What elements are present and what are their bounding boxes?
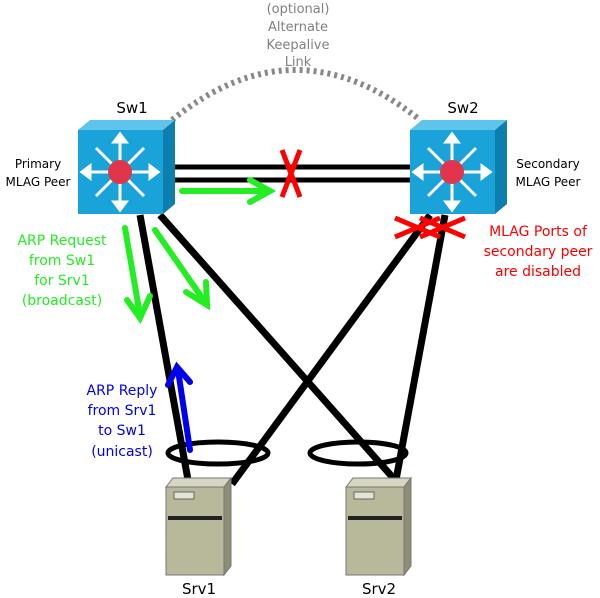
server-links — [136, 212, 449, 487]
svg-text:ARP Request: ARP Request — [17, 233, 107, 249]
switch-sw1[interactable] — [78, 120, 175, 214]
svg-text:Secondary: Secondary — [516, 157, 580, 171]
disabled-ports-x — [394, 215, 466, 240]
svg-text:MLAG Peer: MLAG Peer — [516, 175, 581, 189]
srv2-bundle-ring — [307, 439, 409, 467]
svg-text:Link: Link — [285, 55, 312, 70]
keepalive-link — [170, 67, 422, 123]
svg-text:for Srv1: for Srv1 — [34, 273, 90, 289]
sw1-role: Primary MLAG Peer — [6, 157, 71, 189]
srv2-label: Srv2 — [362, 580, 396, 598]
server-srv1[interactable] — [164, 476, 233, 577]
arp-request-label: ARP Request from Sw1 for Srv1 (broadcast… — [17, 233, 107, 309]
svg-text:Keepalive: Keepalive — [266, 38, 329, 53]
svg-text:(broadcast): (broadcast) — [22, 293, 102, 309]
arp-reply-arrow — [165, 361, 193, 453]
svg-text:from Srv1: from Srv1 — [88, 403, 157, 419]
peer-link-broken-x — [279, 149, 303, 198]
srv1-label: Srv1 — [182, 580, 216, 598]
svg-text:to Sw1: to Sw1 — [98, 423, 146, 439]
svg-text:(unicast): (unicast) — [91, 444, 153, 460]
svg-text:Alternate: Alternate — [268, 20, 328, 35]
svg-text:MLAG Peer: MLAG Peer — [6, 175, 71, 189]
disabled-ports-label: MLAG Ports of secondary peer are disable… — [484, 224, 593, 280]
svg-text:(optional): (optional) — [267, 2, 330, 17]
svg-text:MLAG Ports of: MLAG Ports of — [489, 224, 588, 240]
switch-sw2[interactable] — [410, 120, 507, 214]
sw1-label: Sw1 — [116, 99, 147, 117]
sw2-label: Sw2 — [447, 99, 478, 117]
svg-text:are disabled: are disabled — [495, 264, 581, 280]
svg-text:ARP Reply: ARP Reply — [87, 383, 158, 399]
sw2-role: Secondary MLAG Peer — [516, 157, 581, 189]
server-srv2[interactable] — [344, 476, 413, 577]
srv1-bundle-ring — [165, 439, 271, 467]
svg-text:Primary: Primary — [15, 157, 61, 171]
arp-reply-label: ARP Reply from Srv1 to Sw1 (unicast) — [87, 383, 158, 460]
arp-request-arrows — [122, 177, 277, 324]
svg-text:secondary peer: secondary peer — [484, 244, 593, 260]
svg-text:from Sw1: from Sw1 — [29, 253, 95, 269]
keepalive-label: (optional) Alternate Keepalive Link — [266, 2, 329, 70]
